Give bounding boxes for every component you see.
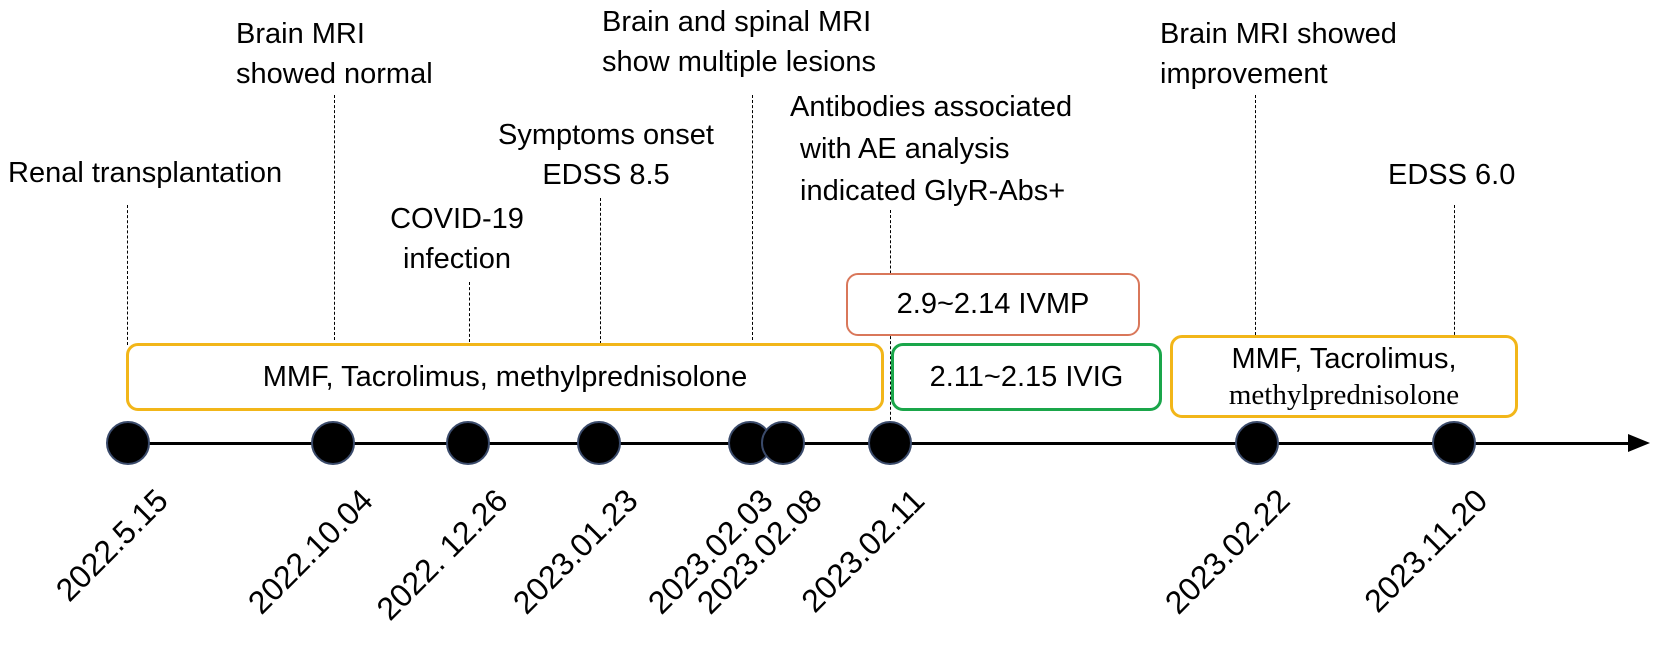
marker-onset — [577, 421, 621, 465]
event-label-mri-improve: Brain MRI showed improvement — [1160, 18, 1397, 90]
timeline-arrowhead — [1628, 434, 1650, 452]
event-label-onset: Symptoms onset EDSS 8.5 — [498, 119, 714, 191]
marker-covid — [446, 421, 490, 465]
marker-mri-improve — [1235, 421, 1279, 465]
event-label-edss6: EDSS 6.0 — [1388, 159, 1516, 191]
connector-renal — [127, 205, 128, 345]
event-label-antibodies: Antibodies associated with AE analysis i… — [790, 91, 1073, 207]
connector-edss6 — [1454, 205, 1455, 345]
treatment-box-maintenance-2: MMF, Tacrolimus, methylprednisolone — [1170, 335, 1518, 418]
event-label-covid: COVID-19 infection — [390, 203, 524, 275]
marker-edss6 — [1432, 421, 1476, 465]
connector-mri-lesions — [752, 95, 753, 340]
date-label-onset: 2023.01.23 — [505, 482, 645, 621]
connector-mri-normal — [334, 95, 335, 340]
treatment-box-ivmp: 2.9~2.14 IVMP — [846, 273, 1140, 336]
event-label-mri-normal: Brain MRI showed normal — [236, 18, 433, 90]
marker-antibodies — [868, 421, 912, 465]
marker-mri-normal — [311, 421, 355, 465]
treatment-box-ivig: 2.11~2.15 IVIG — [891, 343, 1162, 411]
connector-covid — [469, 282, 470, 342]
connector-onset — [600, 198, 601, 344]
date-label-covid: 2022. 12.26 — [369, 482, 515, 627]
date-label-renal: 2022.5.15 — [48, 482, 175, 609]
marker-0208 — [761, 421, 805, 465]
event-label-renal: Renal transplantation — [8, 157, 283, 189]
event-label-mri-lesions: Brain and spinal MRI show multiple lesio… — [602, 6, 877, 78]
marker-renal — [106, 421, 150, 465]
treatment-box-maintenance-1: MMF, Tacrolimus, methylprednisolone — [126, 343, 884, 411]
date-label-mri-normal: 2022.10.04 — [240, 482, 380, 621]
connector-mri-improve — [1255, 95, 1256, 340]
date-label-edss6: 2023.11.20 — [1357, 482, 1495, 620]
date-label-mri-improve: 2023.02.22 — [1157, 482, 1297, 621]
